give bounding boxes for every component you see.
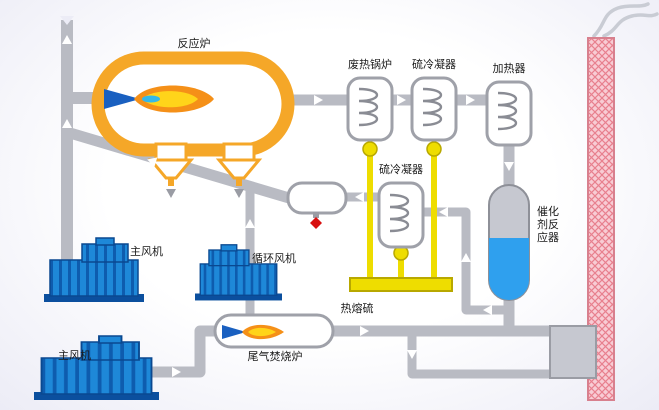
reaction-furnace xyxy=(91,51,295,186)
valve-stem xyxy=(313,212,319,218)
main-blower-2-label: 主风机 xyxy=(58,349,91,362)
drain-valve-icon xyxy=(310,217,322,229)
circulation-blower-label: 循环风机 xyxy=(252,252,296,265)
funnel-tip xyxy=(236,178,242,186)
waste-heat-boiler-label: 废热锅炉 xyxy=(348,58,392,71)
flame-core-icon xyxy=(142,95,160,103)
tail-gas-incinerator-vessel xyxy=(213,313,335,349)
sulfur-collector xyxy=(349,141,453,292)
catalyst-reactor-label: 催化剂反应器 xyxy=(537,205,559,244)
heater-label: 加热器 xyxy=(492,62,526,75)
funnel-tip xyxy=(168,178,174,186)
furnace-drain-neck xyxy=(154,142,188,162)
sulfur-seal-ball xyxy=(362,141,378,157)
heater-vessel xyxy=(485,80,533,147)
main-blower-1 xyxy=(43,237,145,303)
stack-column xyxy=(587,37,615,401)
smoke-icon xyxy=(602,12,659,38)
flame-icon xyxy=(248,327,276,337)
sulfur-seal-ball xyxy=(426,141,442,157)
separator-vessel xyxy=(286,181,348,229)
sulfur-condenser-2-vessel xyxy=(377,181,425,249)
molten-sulfur-label: 热熔硫 xyxy=(340,302,374,315)
main-blower-1-label: 主风机 xyxy=(130,245,163,258)
catalyst-liquid xyxy=(489,238,529,300)
sulfur-condenser-1-label: 硫冷凝器 xyxy=(412,58,456,71)
burner-flame-icon xyxy=(104,89,140,109)
pipe-segment xyxy=(407,331,552,379)
drip-arrow-down xyxy=(234,189,244,198)
sulfur-condenser-1-vessel xyxy=(410,76,458,142)
stack xyxy=(587,2,659,401)
reaction-furnace-label: 反应炉 xyxy=(177,37,211,50)
stack-base-box xyxy=(549,325,597,379)
drip-arrow-down xyxy=(166,189,176,198)
smoke-icon xyxy=(592,2,650,38)
tail-gas-incinerator-label: 尾气焚烧炉 xyxy=(247,350,303,363)
sulfur-condenser-2-label: 硫冷凝器 xyxy=(379,163,423,176)
burner-flame-icon xyxy=(222,325,246,339)
drain-funnel xyxy=(215,158,263,180)
main-blower-2 xyxy=(33,335,160,401)
sulfur-collector-bar xyxy=(349,277,453,292)
pipe-segment xyxy=(150,325,216,378)
drain-funnel xyxy=(147,158,195,180)
flame-icon xyxy=(142,91,198,108)
waste-heat-boiler-vessel xyxy=(346,76,394,142)
pipe-open-end xyxy=(60,16,74,25)
catalyst-reactor-vessel xyxy=(488,184,530,301)
furnace-drain-neck xyxy=(222,142,256,162)
